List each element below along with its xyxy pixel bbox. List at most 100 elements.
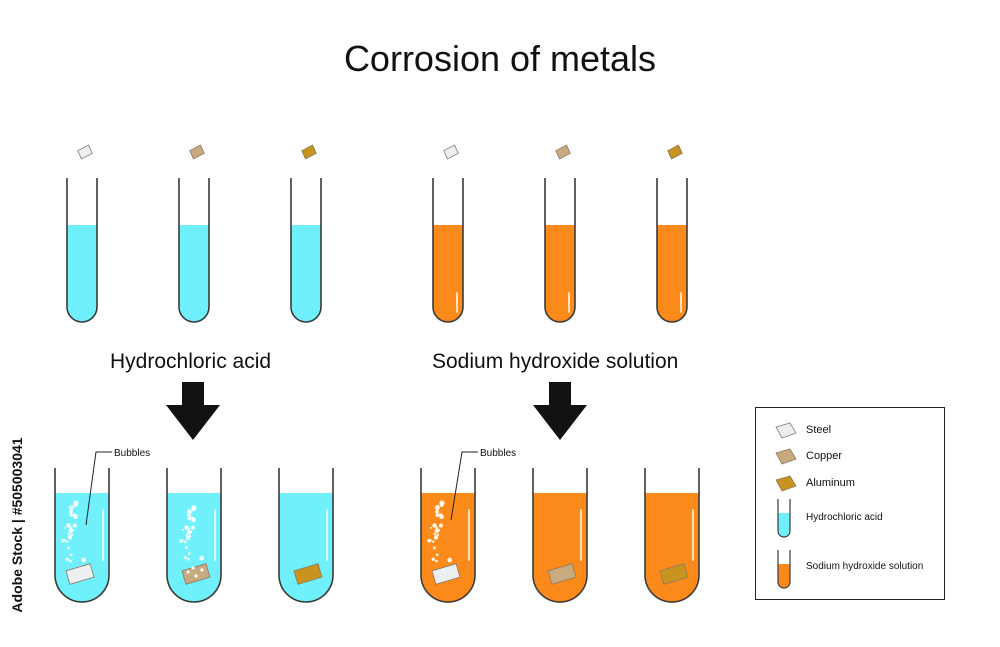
bubbles-label: Bubbles	[480, 448, 516, 459]
steel-swatch-icon	[775, 422, 797, 439]
tube-swatch-glass	[777, 550, 791, 589]
aluminum-sample-chip	[301, 144, 317, 160]
bubble	[186, 529, 192, 535]
legend-item-copper: Copper	[756, 444, 944, 468]
copper-swatch-shape	[775, 448, 797, 465]
bubble	[199, 555, 205, 561]
aluminum-reacted-chip	[293, 563, 323, 585]
base-tube-copper-liquid	[545, 225, 575, 322]
steel-swatch-shape	[775, 422, 797, 439]
base-reacted-tube-copper-glass	[532, 468, 588, 603]
bubble	[181, 528, 185, 531]
acid-reacted-tube-aluminum-glass	[278, 468, 334, 603]
acid-copper-bubbles	[179, 505, 205, 561]
bubble	[190, 525, 195, 530]
stock-watermark: Adobe Stock | #505003041	[6, 410, 28, 640]
bubble	[180, 539, 184, 543]
acid-tube-copper	[178, 178, 210, 323]
base-tube-aluminum	[656, 178, 688, 323]
acid-down-arrow-icon	[166, 382, 220, 440]
bubble	[69, 526, 73, 530]
page-title: Corrosion of metals	[343, 38, 657, 79]
legend-label: Copper	[806, 450, 843, 462]
bubble	[187, 516, 192, 521]
bubble	[184, 525, 189, 530]
acid-reacted-tube-aluminum	[278, 468, 334, 603]
acid-tube-aluminum-liquid	[291, 225, 321, 322]
acid-bubbles-callout: Bubbles	[85, 448, 150, 526]
base-reacted-tube-aluminum	[644, 468, 700, 603]
acid-tube-copper-liquid	[179, 225, 209, 322]
legend-item-base-tube: Sodium hydroxide solution	[756, 550, 944, 589]
bubble	[69, 509, 73, 514]
bubble	[72, 523, 77, 528]
base-reacted-tube-steel	[420, 468, 476, 603]
bubble	[431, 557, 435, 561]
aluminum-reacted-chip	[659, 563, 689, 585]
acid-reacted-tube-steel-glass	[54, 468, 110, 603]
acid-reacted-tube-steel-liquid	[55, 493, 109, 602]
bubble	[184, 545, 189, 550]
bubble	[440, 503, 444, 507]
bubble	[435, 509, 439, 514]
hydrochloric-acid-label: Hydrochloric acid	[110, 350, 272, 373]
base-tube-steel-glass	[432, 178, 464, 323]
bubble	[183, 555, 187, 560]
aluminum-swatch-icon	[775, 475, 797, 492]
bubble	[67, 532, 71, 536]
bubble	[433, 535, 439, 540]
legend-label: Aluminum	[806, 477, 855, 489]
bubble	[185, 533, 189, 537]
bubble	[66, 546, 71, 550]
aluminum-sample-chip	[667, 144, 683, 160]
bubble	[185, 535, 191, 541]
watermark-text: Adobe Stock | #505003041	[9, 437, 25, 613]
bubble	[435, 526, 439, 530]
base-tube-copper	[544, 178, 576, 323]
bubble	[69, 553, 73, 557]
bubble	[73, 514, 78, 520]
bubble	[447, 557, 453, 563]
acid-tube-copper-glass	[178, 178, 210, 323]
legend-label: Hydrochloric acid	[806, 511, 883, 523]
legend-label: Steel	[806, 424, 832, 436]
base-tube-steel-liquid	[433, 225, 463, 322]
bubble	[67, 535, 73, 540]
acid-tube-steel-glass	[66, 178, 98, 323]
bubble	[70, 533, 74, 537]
tube-swatch-glass	[777, 499, 791, 538]
bubble	[434, 528, 440, 534]
acid-tube-swatch-icon	[777, 499, 791, 538]
base-steel-bubbles	[427, 500, 453, 563]
acid-reacted-tube-aluminum-liquid	[279, 493, 333, 602]
tube-swatch-liquid	[778, 513, 790, 537]
bubble	[435, 553, 439, 557]
acid-tube-steel-liquid	[67, 225, 97, 322]
copper-reacted-chip	[547, 563, 577, 585]
legend-item-acid-tube: Hydrochloric acid	[756, 499, 944, 538]
base-reacted-tube-copper	[532, 468, 588, 603]
bubble	[435, 559, 438, 563]
bubble	[434, 504, 440, 511]
copper-swatch-icon	[775, 448, 797, 465]
bubble	[65, 557, 69, 561]
bubble	[63, 526, 67, 529]
acid-reacted-tube-copper	[166, 468, 222, 603]
bubbles-label: Bubbles	[114, 448, 150, 459]
bubble	[433, 532, 437, 536]
bubble	[432, 523, 437, 528]
base-tube-copper-glass	[544, 178, 576, 323]
acid-tube-aluminum-glass	[290, 178, 322, 323]
base-reacted-tube-steel-glass	[420, 468, 476, 603]
bubbles-callouts: Bubbles Bubbles	[85, 448, 516, 526]
bubble	[432, 540, 435, 543]
callout-leader-line	[85, 451, 112, 526]
steel-sample-chip	[77, 144, 93, 160]
bubble	[191, 517, 196, 523]
copper-sample-chip	[189, 144, 205, 160]
legend-label: Sodium hydroxide solution	[806, 560, 924, 572]
steel-reacted-chip	[65, 563, 95, 585]
reaction-arrows	[166, 382, 587, 440]
bubble	[186, 509, 192, 515]
